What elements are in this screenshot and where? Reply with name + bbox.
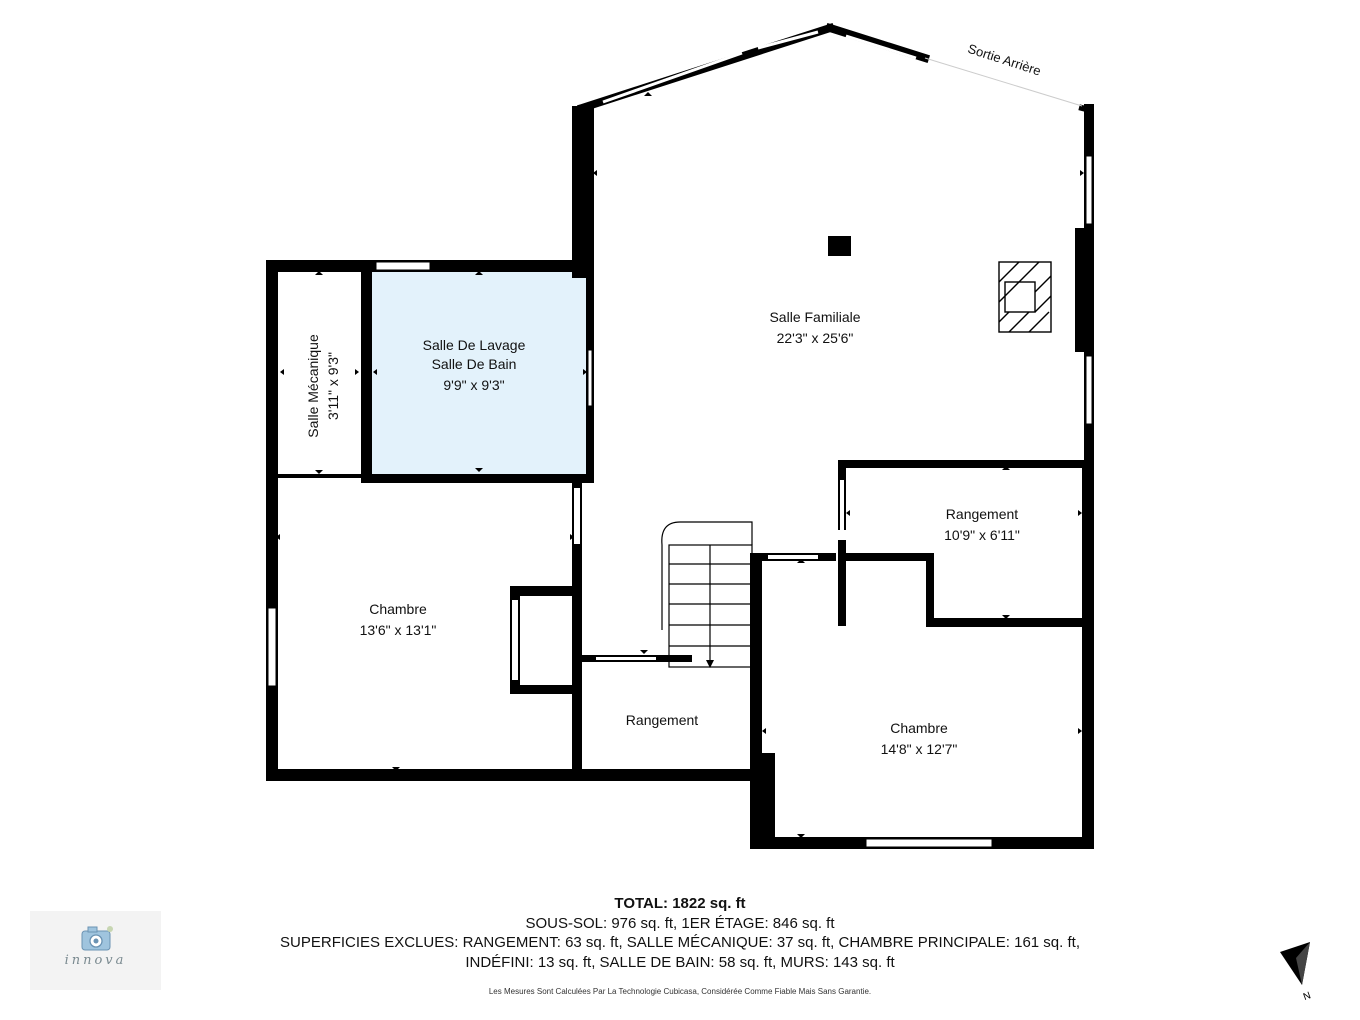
staircase: [661, 521, 753, 668]
bedroom-1-dims: 13'6" x 13'1": [360, 622, 437, 638]
rear-exit-label: Sortie Arrière: [966, 41, 1043, 79]
dimension-ticks: [276, 92, 1084, 838]
disclaimer: Les Mesures Sont Calculées Par La Techno…: [488, 987, 872, 996]
camera-icon: [81, 926, 113, 951]
laundry-room-name: Salle De Lavage: [423, 337, 526, 353]
total-area: TOTAL: 1822 sq. ft: [614, 895, 746, 912]
mech-room-name: Salle Mécanique: [305, 334, 321, 438]
brand-logo: innova: [30, 911, 161, 990]
column-marker: [828, 236, 851, 256]
bathroom-name: Salle De Bain: [432, 356, 517, 372]
family-room-name: Salle Familiale: [769, 309, 860, 325]
bedroom-1-name: Chambre: [369, 601, 427, 617]
door-gaps: [512, 480, 914, 680]
rear-exit-opening: [924, 57, 1083, 107]
window-angled: [602, 30, 917, 104]
logo-wordmark: innova: [64, 953, 127, 968]
storage-right-name: Rangement: [946, 506, 1018, 522]
bedroom-2-name: Chambre: [890, 720, 948, 736]
excluded-areas-line-2: INDÉFINI: 13 sq. ft, SALLE DE BAIN: 58 s…: [465, 954, 895, 971]
fireplace: [998, 261, 1052, 333]
storage-right-dims: 10'9" x 6'11": [944, 527, 1020, 543]
walls: [266, 104, 1094, 849]
windows: [267, 155, 1093, 848]
compass-icon: N: [1280, 942, 1312, 1003]
storage-mid-name: Rangement: [626, 712, 698, 728]
compass-label: N: [1302, 990, 1313, 1003]
laundry-room-dims: 9'9" x 9'3": [443, 377, 504, 393]
level-areas: SOUS-SOL: 976 sq. ft, 1ER ÉTAGE: 846 sq.…: [525, 915, 835, 932]
excluded-areas-line-1: SUPERFICIES EXCLUES: RANGEMENT: 63 sq. f…: [280, 934, 1080, 951]
family-room-dims: 22'3" x 25'6": [777, 330, 854, 346]
laundry-room-fill: [372, 272, 586, 474]
stair-arrow: [706, 660, 714, 668]
mech-room-dims: 3'11" x 9'3": [325, 352, 341, 420]
bedroom-2-dims: 14'8" x 12'7": [881, 741, 958, 757]
